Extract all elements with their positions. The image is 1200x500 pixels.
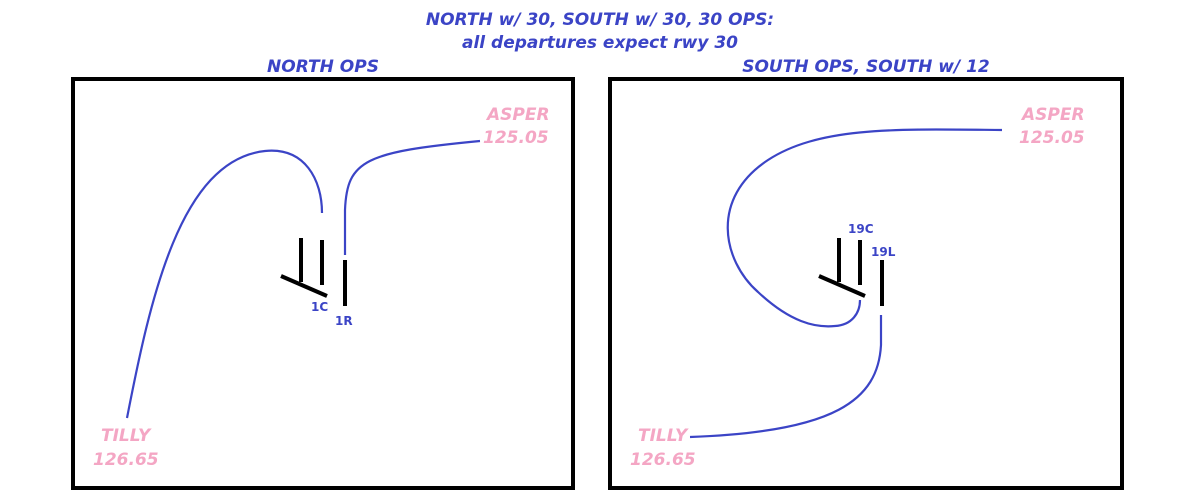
north-runways xyxy=(280,238,347,306)
south-route-19c-to-asper xyxy=(726,128,1003,328)
south-panel-frame xyxy=(608,77,1124,490)
fix-tilly-name: TILLY xyxy=(638,426,689,446)
north-ops-heading: NORTH OPS xyxy=(267,57,379,77)
south-runways xyxy=(818,238,884,306)
fix-asper-name: ASPER xyxy=(485,105,550,125)
north-panel-frame xyxy=(71,77,575,490)
south-route-19l-to-tilly xyxy=(689,315,883,439)
north-route-1r-to-asper xyxy=(343,139,481,255)
fix-tilly-frequency: 126.65 xyxy=(93,450,159,470)
runway-crosswind xyxy=(280,274,328,298)
runway-label-1r: 1R xyxy=(335,314,353,328)
diagram-title-line-2: all departures expect rwy 30 xyxy=(461,33,738,53)
fix-tilly-name: TILLY xyxy=(101,426,152,446)
runway-label-1c: 1C xyxy=(311,300,328,314)
diagram-title-line-1: NORTH w/ 30, SOUTH w/ 30, 30 OPS: xyxy=(425,10,775,30)
runway-crosswind xyxy=(818,274,866,298)
south-ops-heading: SOUTH OPS, SOUTH w/ 12 xyxy=(742,57,990,77)
fix-asper-name: ASPER xyxy=(1020,105,1085,125)
south-ops-panel: 19C 19L ASPER 125.05 TILLY 126.65 xyxy=(608,77,1124,490)
runway-label-19c: 19C xyxy=(848,222,874,236)
fix-asper-frequency: 125.05 xyxy=(483,128,549,148)
runway-label-19l: 19L xyxy=(871,245,896,259)
fix-tilly-frequency: 126.65 xyxy=(630,450,696,470)
north-ops-panel: 1C 1R ASPER 125.05 TILLY 126.65 xyxy=(71,77,575,490)
north-route-tilly-to-1c xyxy=(125,149,324,419)
fix-asper-frequency: 125.05 xyxy=(1019,128,1085,148)
